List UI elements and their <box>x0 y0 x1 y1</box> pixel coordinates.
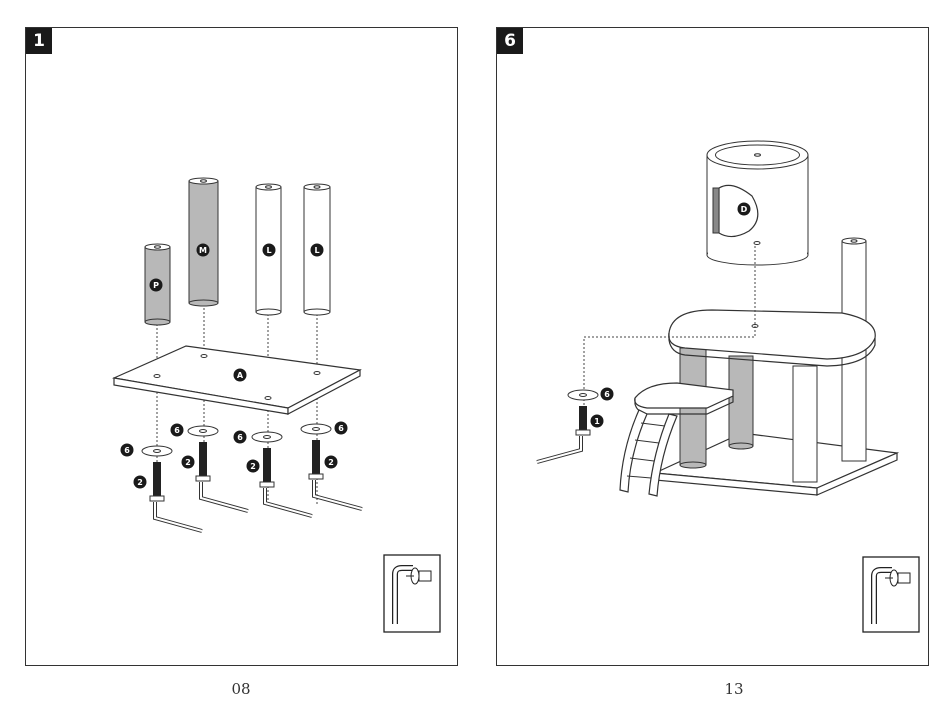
condo-d <box>707 141 808 265</box>
allen-key-tool-icon <box>863 557 919 632</box>
part-label-a: A <box>237 371 244 380</box>
part-label-p: P <box>153 281 159 290</box>
step-1-diagram: P M L L A <box>26 28 459 667</box>
ladder-ramp <box>620 410 677 496</box>
washer-label: 6 <box>604 390 610 399</box>
part-label-l-1: L <box>266 246 271 255</box>
bolt-label: 2 <box>185 458 191 467</box>
washer-label: 6 <box>174 426 180 435</box>
bolt-label: 2 <box>328 458 334 467</box>
allen-key-tool-icon <box>384 555 440 632</box>
part-label-l-2: L <box>314 246 319 255</box>
bolt-label: 1 <box>594 417 600 426</box>
page-number: 08 <box>211 680 271 698</box>
hardware-set <box>537 390 598 462</box>
washer-label: 6 <box>338 424 344 433</box>
instruction-panel-step-6: 6 <box>496 27 929 666</box>
instruction-panel-step-1: 1 <box>25 27 458 666</box>
bolt-label: 2 <box>250 462 256 471</box>
part-label-m: M <box>199 246 207 255</box>
post-m <box>189 178 218 306</box>
bolt-label: 2 <box>137 478 143 487</box>
part-label-d: D <box>741 205 748 214</box>
washer-label: 6 <box>237 433 243 442</box>
hardware-set-3 <box>252 432 312 516</box>
step-6-diagram: D 6 1 <box>497 28 930 667</box>
support-post-back <box>793 366 817 482</box>
page-number: 13 <box>704 680 764 698</box>
washer-label: 6 <box>124 446 130 455</box>
